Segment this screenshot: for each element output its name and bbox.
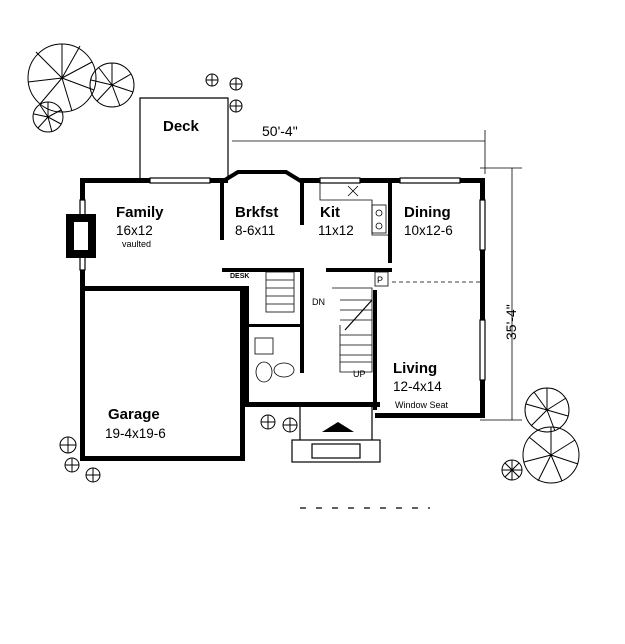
width-dimension: 50'-4" (232, 123, 486, 174)
living-note: Window Seat (395, 400, 449, 410)
family-name: Family (116, 204, 164, 221)
shrubs-garage (59, 414, 298, 483)
breakfast-name: Brkfst (235, 204, 278, 221)
deck-name: Deck (163, 118, 200, 135)
garage-name: Garage (108, 406, 160, 423)
kitchen-counters (319, 183, 389, 287)
room-kitchen: Kit 11x12 (318, 204, 354, 238)
stair-up-label: UP (353, 369, 366, 379)
interior-walls (220, 183, 392, 410)
dining-size: 10x12-6 (404, 223, 453, 238)
breakfast-size: 8-6x11 (235, 223, 275, 238)
stair-down-label: DN (312, 297, 325, 307)
width-dimension-label: 50'-4" (262, 123, 298, 139)
desk-label: DESK (230, 273, 249, 280)
fireplace (66, 214, 96, 258)
kitchen-size: 11x12 (318, 223, 354, 238)
tree-cluster-top-left (27, 43, 243, 133)
depth-dimension: 35'-4" (480, 167, 522, 421)
room-living: Living 12-4x14 Window Seat (393, 360, 449, 410)
kitchen-name: Kit (320, 204, 340, 221)
stairs (265, 271, 373, 373)
front-porch (291, 407, 381, 463)
room-breakfast: Brkfst 8-6x11 (235, 204, 278, 238)
room-dining: Dining 10x12-6 (404, 204, 453, 238)
room-garage: Garage 19-4x19-6 (105, 406, 166, 441)
powder-room (254, 337, 295, 383)
garage-size: 19-4x19-6 (105, 426, 166, 441)
dining-name: Dining (404, 204, 451, 221)
tree-cluster-bottom-right (501, 387, 580, 484)
room-family: Family 16x12 vaulted (116, 204, 164, 249)
family-note: vaulted (122, 239, 151, 249)
living-name: Living (393, 360, 437, 377)
deck: Deck (139, 97, 229, 178)
living-size: 12-4x14 (393, 379, 442, 394)
depth-dimension-label: 35'-4" (503, 304, 519, 340)
pantry-label: P (377, 275, 383, 285)
family-size: 16x12 (116, 223, 153, 238)
